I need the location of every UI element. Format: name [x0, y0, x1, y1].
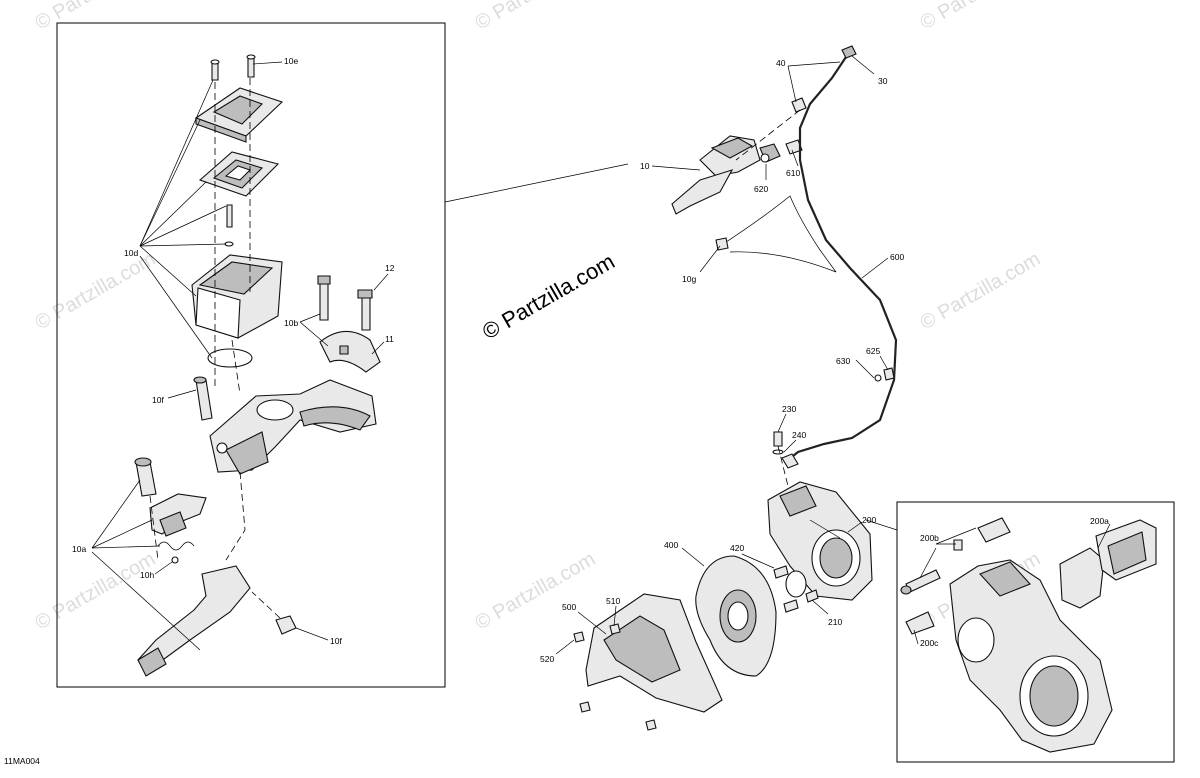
label-40: 40	[776, 58, 786, 68]
label-10e: 10e	[284, 56, 298, 66]
label-400: 400	[664, 540, 678, 550]
main-watermark: © Partzilla.com	[478, 249, 619, 345]
watermark: © Partzilla.com	[32, 548, 160, 634]
watermark: © Partzilla.com	[917, 0, 1045, 34]
label-510: 510	[606, 596, 620, 606]
label-30: 30	[878, 76, 888, 86]
label-10h: 10h	[140, 570, 154, 580]
label-10f: 10f	[152, 395, 164, 405]
label-10g: 10g	[682, 274, 696, 284]
label-520: 520	[540, 654, 554, 664]
watermark: © Partzilla.com	[472, 0, 600, 34]
caliper-detail-parts	[900, 517, 1157, 753]
label-10: 10	[640, 161, 650, 171]
left-frame-parts	[91, 54, 389, 677]
label-240: 240	[792, 430, 806, 440]
diagram-code: 11MA004	[4, 756, 40, 766]
label-630: 630	[836, 356, 850, 366]
label-10b: 10b	[284, 318, 298, 328]
label-230: 230	[782, 404, 796, 414]
master-cylinder-detail-frame	[56, 22, 446, 688]
watermark: © Partzilla.com	[472, 548, 600, 634]
label-500: 500	[562, 602, 576, 612]
label-10d: 10d	[124, 248, 138, 258]
label-10f: 10f	[330, 636, 342, 646]
label-200b: 200b	[920, 533, 939, 543]
label-210: 210	[828, 617, 842, 627]
label-200: 200	[862, 515, 876, 525]
label-610: 610	[786, 168, 800, 178]
label-200a: 200a	[1090, 516, 1109, 526]
brake-assembly	[555, 481, 873, 731]
label-420: 420	[730, 543, 744, 553]
label-11: 11	[385, 334, 394, 344]
callout-labels: 10e 10d 12 10b 11 10f 10a 10h 10f 40 30 …	[4, 56, 1109, 766]
caliper-detail-frame	[896, 501, 1175, 763]
watermark: © Partzilla.com	[32, 248, 160, 334]
label-200c: 200c	[920, 638, 939, 648]
label-10a: 10a	[72, 544, 86, 554]
label-12: 12	[385, 263, 395, 273]
watermark: © Partzilla.com	[32, 0, 160, 34]
label-625: 625	[866, 346, 880, 356]
hose-assembly	[651, 45, 898, 495]
label-600: 600	[890, 252, 904, 262]
label-620: 620	[754, 184, 768, 194]
watermark: © Partzilla.com	[917, 248, 1045, 334]
